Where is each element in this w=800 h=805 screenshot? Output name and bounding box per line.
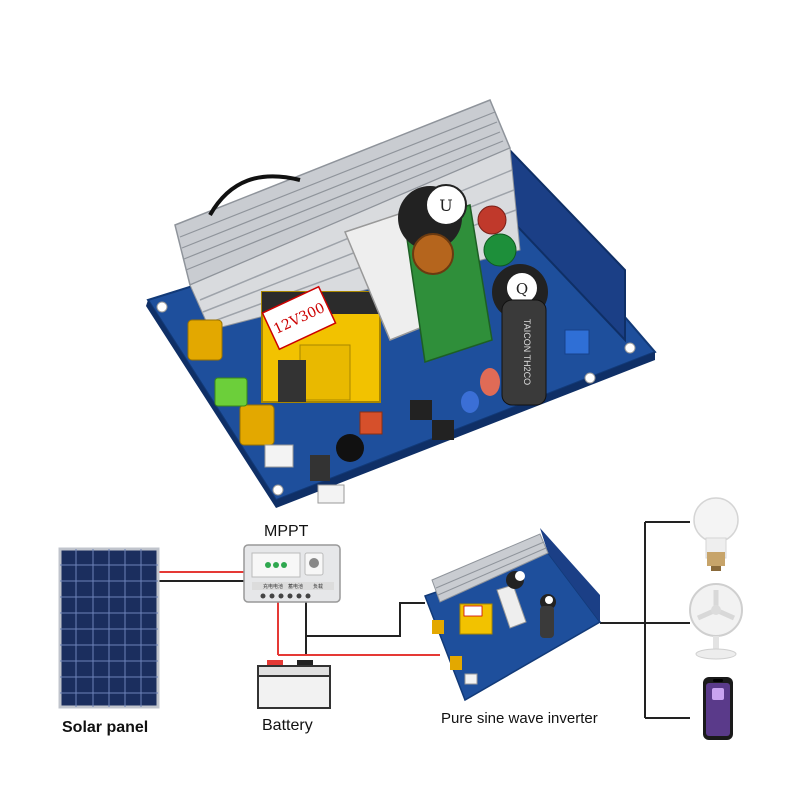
status-led <box>281 562 287 568</box>
red-coil <box>477 205 507 235</box>
buzzer <box>336 434 364 462</box>
copper-toroid <box>412 233 454 275</box>
wiring <box>158 521 690 719</box>
xt60-connector <box>239 404 275 446</box>
svg-text:Q: Q <box>516 280 528 298</box>
svg-text:充电电池: 充电电池 <box>263 583 283 590</box>
light-bulb-icon <box>693 497 739 571</box>
inverter-board-small <box>424 528 602 702</box>
transformer: 12V300 <box>261 285 381 403</box>
ceramic-capacitor <box>461 391 479 413</box>
mosfet <box>410 400 432 420</box>
battery-label: Battery <box>262 717 313 734</box>
svg-text:蓄电池: 蓄电池 <box>288 583 303 590</box>
status-led <box>265 562 271 568</box>
svg-text:TAICON TH2CO: TAICON TH2CO <box>522 319 532 385</box>
jst-connector <box>317 484 345 504</box>
mosfet <box>432 420 454 440</box>
desk-fan-icon <box>689 583 743 660</box>
trimmer <box>564 329 590 355</box>
electrolytic-capacitor: TAICON TH2CO <box>501 299 547 406</box>
small-capacitor <box>310 455 330 481</box>
solar-panel <box>58 547 160 709</box>
battery <box>257 660 331 709</box>
svg-text:U: U <box>439 196 452 215</box>
film-capacitor <box>359 411 383 435</box>
inverter-label: Pure sine wave inverter <box>441 710 598 727</box>
solar-panel-label: Solar panel <box>62 719 149 736</box>
fuse <box>214 377 248 407</box>
inverter-board-large: 12V300 U Q TAICON TH2CO <box>146 99 657 508</box>
resistor <box>480 368 500 396</box>
svg-text:负载: 负载 <box>313 583 323 590</box>
toroid-inductor-u: U <box>398 184 467 250</box>
status-led <box>273 562 279 568</box>
jst-connector <box>264 444 294 468</box>
mppt-controller: 充电电池 蓄电池 负载 <box>243 544 341 603</box>
button-icon <box>309 558 319 568</box>
green-coil <box>483 233 517 267</box>
mppt-label: MPPT <box>264 523 309 540</box>
smartphone-icon <box>703 677 733 740</box>
xt60-connector <box>187 319 223 361</box>
